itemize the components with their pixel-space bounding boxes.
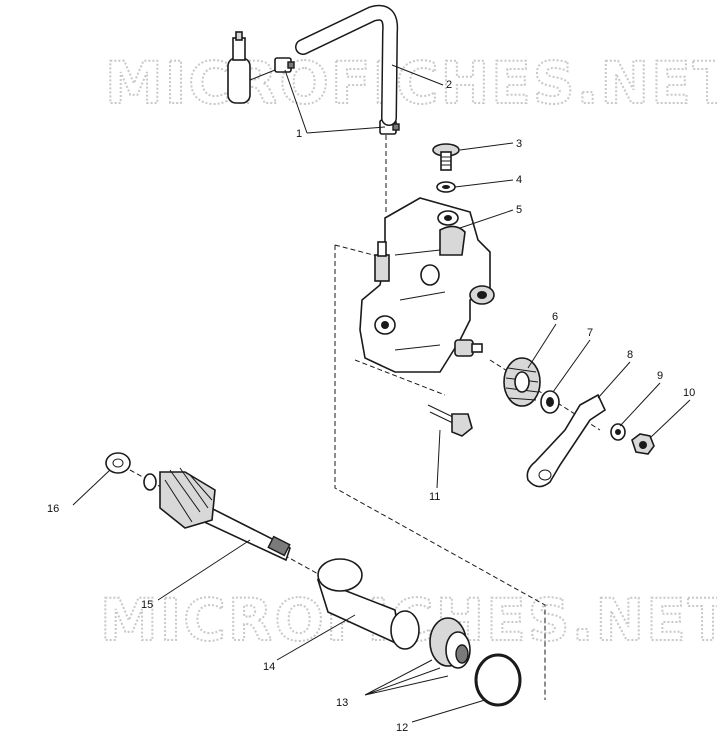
callout-11: 11 [429,491,440,503]
hose-clamp-upper [274,57,295,73]
pump-drive-gear [143,467,291,562]
callout-1: 1 [296,128,302,140]
control-lever [526,393,607,488]
callout-labels: 1 2 3 4 5 6 7 8 9 10 11 12 13 14 15 16 [47,79,695,731]
callout-8: 8 [627,349,633,361]
callout-15: 15 [141,599,153,611]
callout-4: 4 [516,174,522,186]
callout-13: 13 [336,697,348,709]
callout-6: 6 [552,311,558,323]
return-spring [503,357,541,407]
callout-9: 9 [657,370,663,382]
snap-ring [474,653,522,707]
callout-12: 12 [396,722,408,731]
seal-rings [429,617,471,669]
callout-5: 5 [516,204,522,216]
callout-16: 16 [47,503,59,515]
shaft-sleeve [316,558,420,650]
callout-14: 14 [263,661,275,673]
watermark-top: MICROFICHES.NET [105,49,717,117]
leader-lines [72,64,691,723]
callout-3: 3 [516,138,522,150]
tank-outlet-fitting [227,31,276,104]
callout-10: 10 [683,387,695,399]
callout-2: 2 [446,79,452,91]
oil-pump-body [359,197,495,373]
callout-7: 7 [587,327,593,339]
mounting-bolt [427,404,473,437]
bleed-screw [432,143,460,171]
